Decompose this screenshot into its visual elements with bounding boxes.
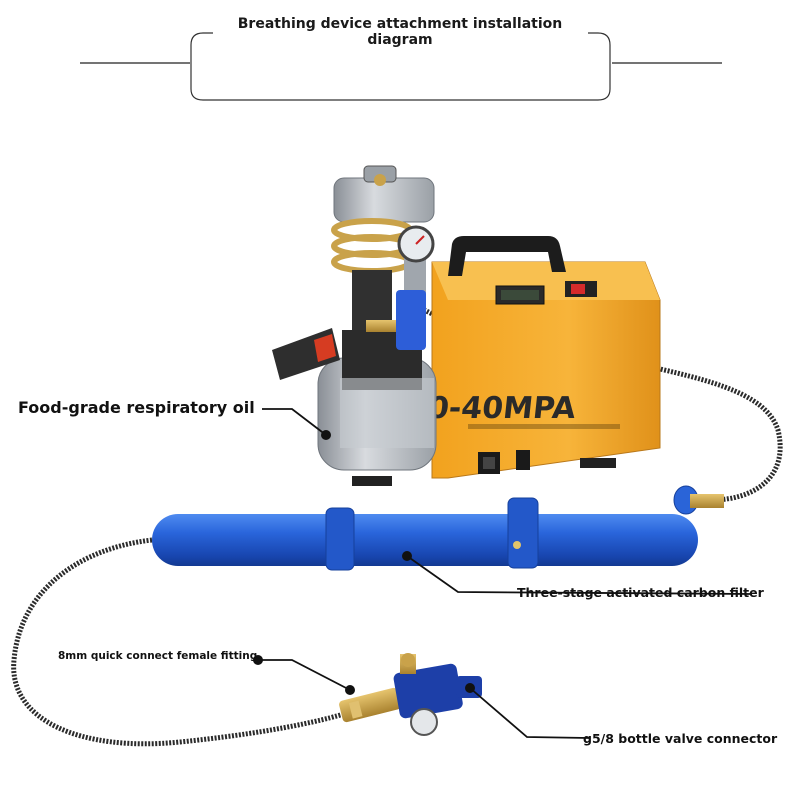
- bottle-valve-assembly: [339, 653, 482, 736]
- rocker-switch: [516, 450, 530, 470]
- callout-quick-connect-label: 8mm quick connect female fitting: [58, 650, 258, 662]
- carry-handle: [448, 236, 566, 276]
- leader-filter: [406, 555, 753, 595]
- cylinder-head: [333, 177, 435, 223]
- leader-bottle-valve: [469, 687, 590, 739]
- callout-bottle-valve-label: g5/8 bottle valve connector: [583, 731, 778, 746]
- callout-oil-label: Food-grade respiratory oil: [18, 398, 255, 417]
- page-title: Breathing device attachment installation…: [237, 16, 563, 48]
- title-frame: [80, 32, 722, 101]
- leader-quick-connect: [254, 659, 351, 691]
- callout-filter-label: Three-stage activated carbon filter: [517, 585, 764, 600]
- compressor-unit: 0-40MPA: [272, 165, 661, 486]
- hose-filter-to-adapter: [11, 537, 351, 747]
- compressor-pressure-label: 0-40MPA: [426, 391, 578, 426]
- carbon-filter-tube: [152, 485, 724, 571]
- leader-oil: [262, 408, 327, 436]
- compressor-valve-block: [396, 290, 426, 350]
- bottle-valve-block: [393, 663, 463, 719]
- leader-lines: [254, 408, 753, 739]
- leader-dots: [253, 430, 475, 695]
